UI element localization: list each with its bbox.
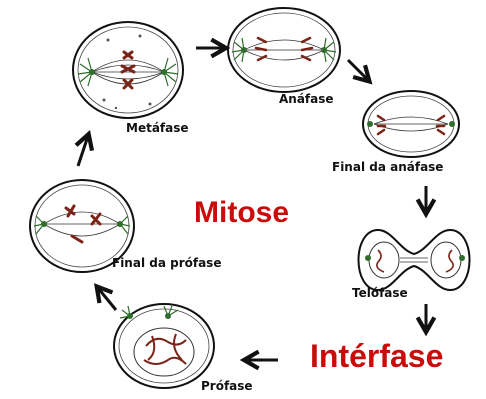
- label-interphase: Intérfase: [310, 338, 443, 375]
- label-telophase: Telófase: [352, 286, 408, 300]
- arrow-late-prophase-to-metaphase: [78, 136, 88, 166]
- cell-anaphase: [228, 8, 340, 92]
- arrow-anaphase-to-late-anaphase: [348, 60, 368, 80]
- cell-prophase: [114, 304, 214, 388]
- cell-metaphase: [73, 22, 183, 118]
- arrow-prophase-to-late-prophase: [98, 288, 116, 310]
- label-prophase: Prófase: [201, 379, 253, 393]
- cell-telophase: [359, 230, 470, 290]
- label-late-prophase: Final da prófase: [112, 256, 221, 270]
- label-late-anaphase: Final da anáfase: [332, 160, 443, 174]
- label-anaphase: Anáfase: [279, 92, 334, 106]
- label-metaphase: Metáfase: [126, 121, 189, 135]
- diagram-title: Mitose: [194, 196, 289, 230]
- cell-late-anaphase: [363, 91, 459, 157]
